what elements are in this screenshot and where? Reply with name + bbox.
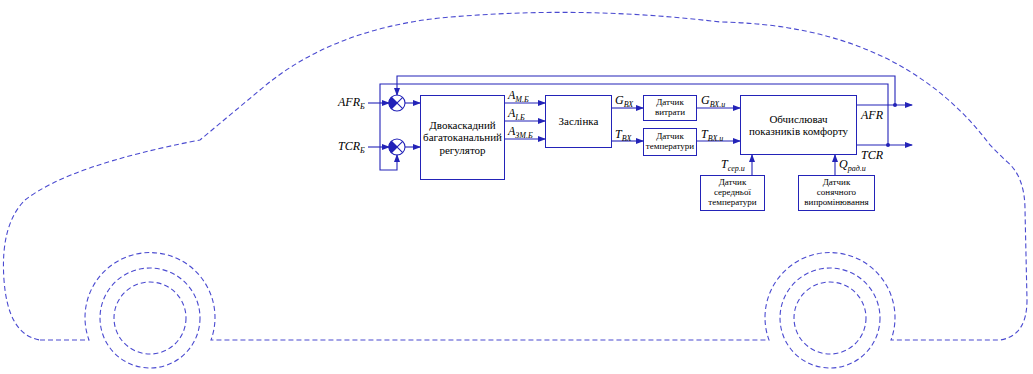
- signal-subscript: ВХ.и: [710, 100, 726, 109]
- control-signal: AМ.Б: [508, 88, 529, 104]
- temperature-signal: TВХ: [615, 127, 631, 143]
- solar-sensor-box: Датчик сонячного випромінювання: [798, 175, 875, 211]
- input-signal: TCRБ: [338, 139, 365, 155]
- signal-name: AFR: [861, 108, 883, 122]
- measured-signal: Tсер.и: [721, 157, 745, 173]
- signal-subscript: ВХ.и: [708, 134, 724, 143]
- signal-name: AFR: [338, 95, 360, 109]
- signal-name: A: [508, 88, 515, 102]
- signal-subscript: ЗМ.Б: [515, 131, 532, 140]
- signal-name: TCR: [861, 148, 883, 162]
- signal-name: T: [701, 127, 708, 141]
- flow-sensor-box: Датчик витрати: [643, 95, 697, 121]
- signal-name: TCR: [338, 139, 360, 153]
- signal-name: G: [615, 93, 624, 107]
- box-label: Датчик витрати: [647, 98, 693, 118]
- signal-subscript: І.Б: [515, 113, 524, 122]
- measured-signal: GВХ.и: [701, 93, 725, 109]
- input-signal: AFRБ: [338, 95, 365, 111]
- measured-signal: TВХ.и: [701, 127, 723, 143]
- box-label: Датчик середньої температури: [704, 178, 761, 208]
- flow-signal: GВХ: [615, 93, 633, 109]
- signal-arrow: [751, 155, 752, 175]
- signal-subscript: ВХ: [624, 100, 634, 109]
- signal-name: G: [701, 93, 710, 107]
- signal-arrow: [505, 120, 545, 121]
- control-signal: AІ.Б: [508, 106, 525, 122]
- signal-subscript: рад.и: [848, 164, 866, 173]
- signal-subscript: Б: [360, 146, 365, 155]
- comfort-calculator-box: Обчислювач показників комфорту: [740, 95, 857, 155]
- signal-subscript: ВХ: [622, 134, 632, 143]
- signal-name: A: [508, 124, 515, 138]
- signal-name: T: [615, 127, 622, 141]
- box-label: Датчик сонячного випромінювання: [802, 178, 871, 208]
- signal-arrow: [834, 155, 835, 175]
- signal-subscript: М.Б: [515, 95, 528, 104]
- signal-subscript: Б: [360, 102, 365, 111]
- control-signal: AЗМ.Б: [508, 124, 533, 140]
- mean-temperature-sensor-box: Датчик середньої температури: [700, 175, 765, 211]
- box-label: Заслінка: [559, 115, 599, 127]
- box-label: Двокаскадний багатоканальний регулятор: [423, 119, 502, 155]
- output-signal: AFR: [861, 108, 883, 122]
- damper-box: Заслінка: [545, 95, 612, 148]
- signal-name: T: [721, 157, 728, 171]
- temperature-sensor-box: Датчик температури: [643, 128, 697, 156]
- signal-name: A: [508, 106, 515, 120]
- controller-box: Двокаскадний багатоканальний регулятор: [420, 95, 505, 180]
- signal-name: Q: [839, 157, 848, 171]
- output-signal: TCR: [861, 148, 883, 162]
- box-label: Датчик температури: [646, 132, 694, 152]
- box-label: Обчислювач показників комфорту: [744, 113, 853, 137]
- signal-subscript: сер.и: [728, 164, 745, 173]
